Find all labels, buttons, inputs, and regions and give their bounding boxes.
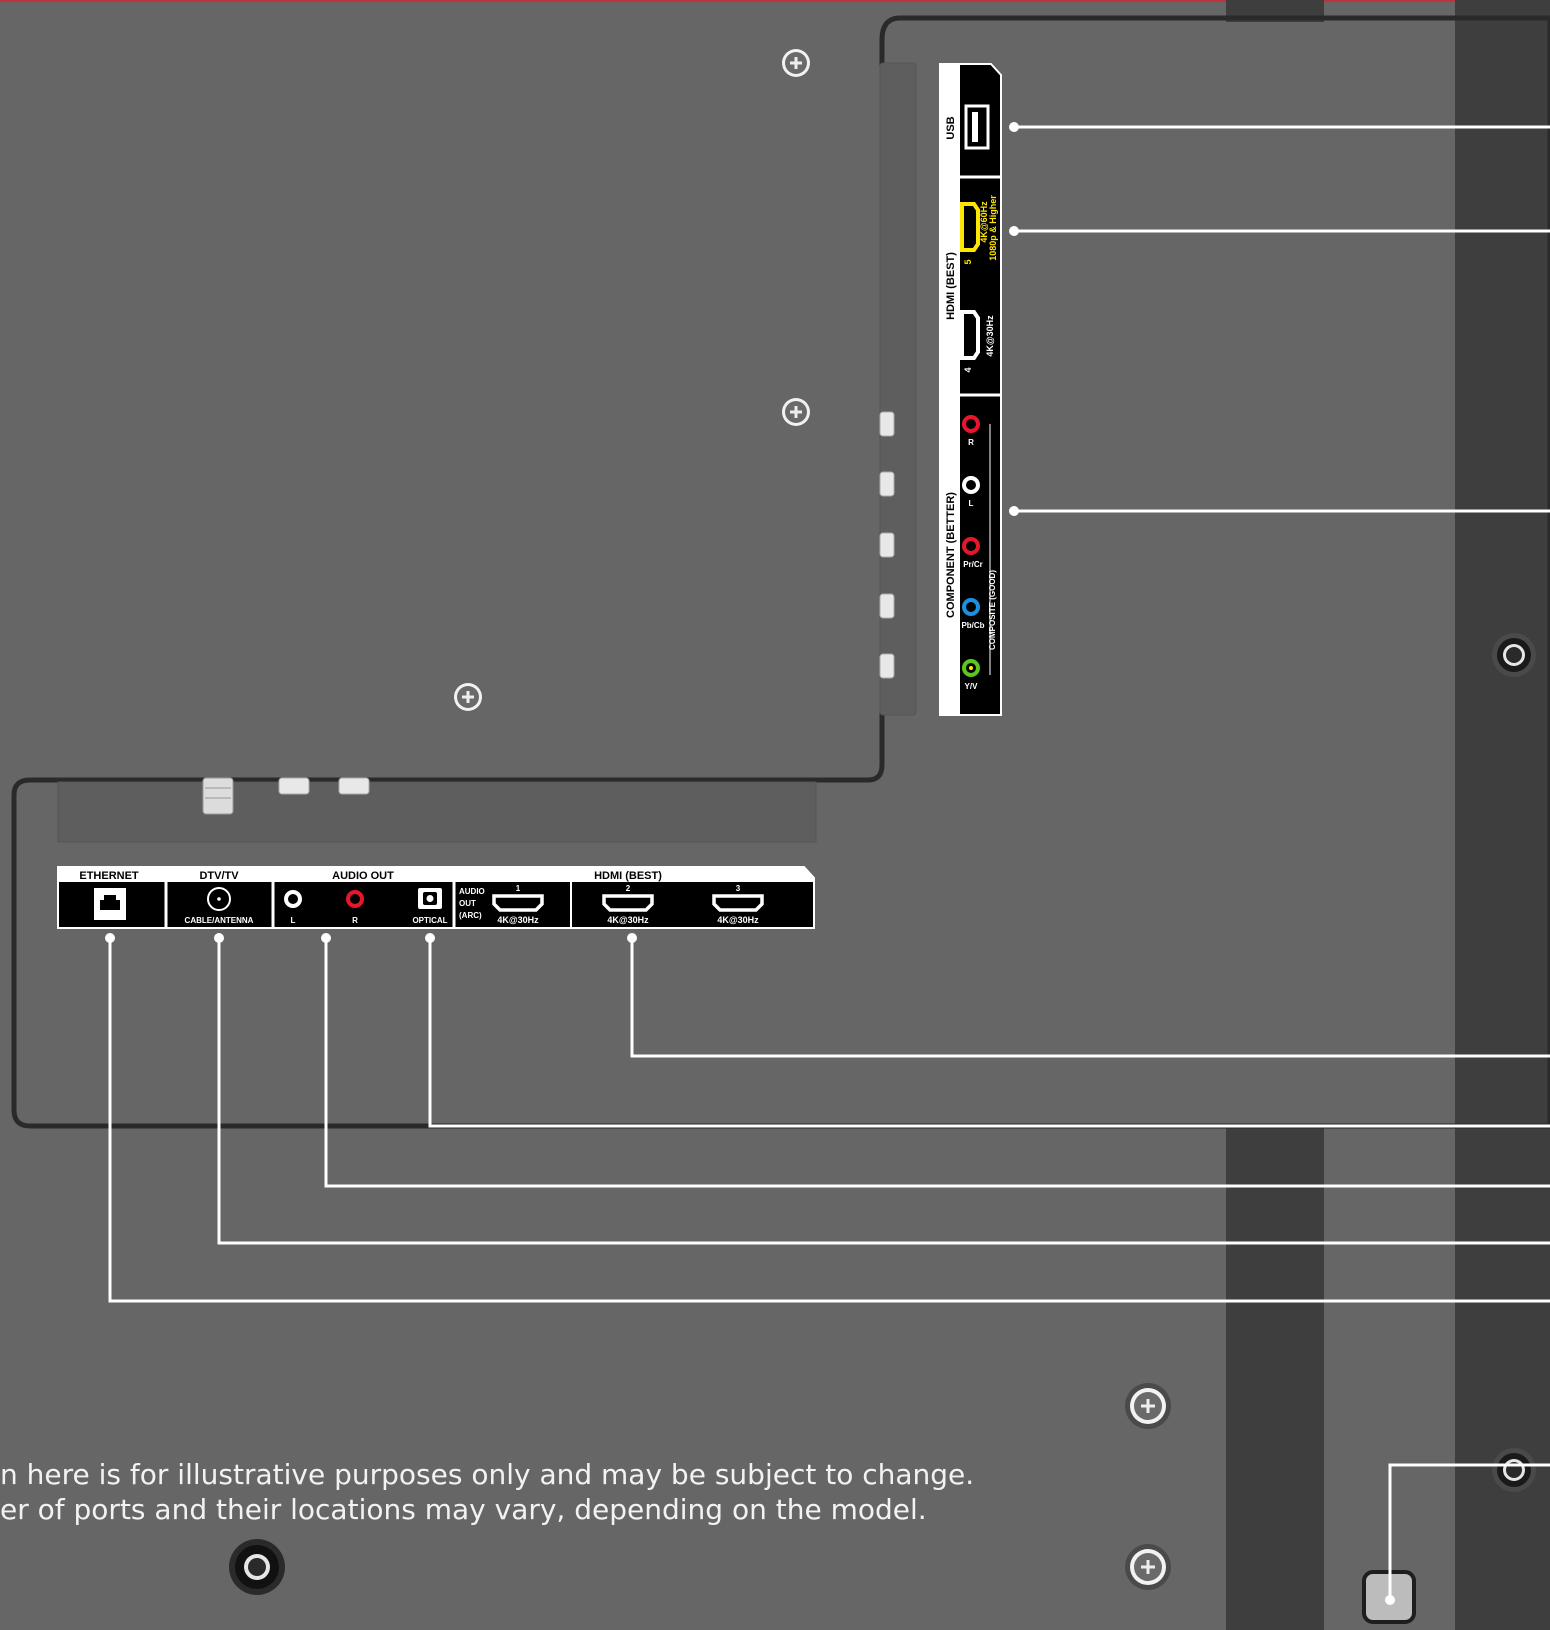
coax-port-icon (208, 888, 230, 910)
optical-port-icon (418, 888, 442, 909)
hdmi-5-number: 5 (963, 259, 973, 264)
jack-pr-icon (964, 539, 978, 553)
arc-label-line-3: (ARC) (459, 911, 482, 920)
jack-r-icon (964, 417, 978, 431)
arc-label-line-2: OUT (459, 899, 476, 908)
jack-r-label: R (968, 438, 974, 447)
jack-l-icon (964, 478, 978, 492)
audio-l-label: L (291, 916, 296, 925)
mount-hole-icon (1492, 1448, 1536, 1492)
screw-icon (782, 398, 810, 426)
audio-r-jack-icon (348, 892, 362, 906)
callout-lines (110, 127, 1550, 1600)
callout-bottom-hdmi (632, 938, 1550, 1056)
dtv-label: DTV/TV (199, 870, 239, 882)
bottom-connector-recess (58, 782, 816, 842)
hdmi-4-port-icon (962, 312, 978, 358)
hdmi-2-port-icon (604, 896, 652, 910)
hdmi-1-port-icon (494, 896, 542, 910)
side-usb-label: USB (945, 116, 957, 139)
mount-hole-icon (229, 1539, 285, 1595)
stand-column-bottom (1226, 1128, 1324, 1630)
ethernet-label: ETHERNET (79, 870, 139, 882)
audio-connector-stub (279, 778, 309, 794)
usb-port-icon (966, 106, 988, 148)
jack-pb-label: Pb/Cb (961, 621, 984, 630)
hdmi-3-port-icon (714, 896, 762, 910)
coax-connector-stub (203, 778, 233, 814)
cable-antenna-label: CABLE/ANTENNA (185, 916, 254, 925)
hdmi-2-number: 2 (626, 884, 631, 893)
side-port-panel: USB HDMI (BEST) COMPONENT (BETTER) 5 4K@… (940, 64, 1001, 715)
side-hdmi-label: HDMI (BEST) (945, 252, 957, 320)
audio-r-label: R (352, 916, 358, 925)
jack-pb-icon (964, 600, 978, 614)
side-jack-stub (880, 412, 894, 436)
mount-hole-icon (1492, 633, 1536, 677)
back-panel-outline (14, 18, 1550, 1126)
ethernet-port-icon (94, 888, 126, 920)
screw-icon (454, 683, 482, 711)
hdmi-1-spec: 4K@30Hz (497, 915, 539, 925)
callout-cable-antenna (219, 938, 1550, 1243)
bottom-hdmi-label: HDMI (BEST) (594, 870, 662, 882)
callout-optical (430, 938, 1550, 1126)
side-jack-stub (880, 654, 894, 678)
arc-label-line-1: AUDIO (459, 887, 485, 896)
side-jack-stub (880, 472, 894, 496)
bottom-panel-label-strip (58, 867, 814, 882)
side-component-label: COMPONENT (BETTER) (945, 492, 957, 618)
side-jack-stub (880, 594, 894, 618)
jack-pr-label: Pr/Cr (963, 560, 983, 569)
screw-icon (1125, 1544, 1171, 1590)
hdmi-4-number: 4 (963, 367, 973, 372)
hdmi-5-port-icon (962, 204, 978, 250)
bottom-port-panel: ETHERNET DTV/TV AUDIO OUT HDMI (BEST) CA… (58, 867, 814, 928)
screw-icon (782, 49, 810, 77)
disclaimer-line-2: er of ports and their locations may vary… (0, 1493, 1000, 1526)
hdmi-4-spec: 4K@30Hz (985, 315, 995, 357)
hdmi-2-spec: 4K@30Hz (607, 915, 649, 925)
jack-l-label: L (969, 499, 974, 508)
wall-mount-holes (229, 633, 1536, 1595)
disclaimer-line-1: n here is for illustrative purposes only… (0, 1458, 1000, 1491)
audio-connector-stub (339, 778, 369, 794)
side-jack-stub (880, 533, 894, 557)
composite-label: COMPOSITE (GOOD) (988, 570, 997, 650)
screw-icon (1125, 1383, 1171, 1429)
hdmi-3-spec: 4K@30Hz (717, 915, 759, 925)
hdmi-3-number: 3 (736, 884, 741, 893)
optical-label: OPTICAL (412, 916, 447, 925)
jack-y-label: Y/V (965, 682, 979, 691)
audio-out-label: AUDIO OUT (332, 870, 394, 882)
jack-y-icon (964, 661, 978, 675)
stand-right-strip (1455, 0, 1550, 1630)
hdmi-1-number: 1 (516, 884, 521, 893)
callout-audio-out (326, 938, 1550, 1186)
hdmi-5-spec-2: 1080p & Higher (988, 195, 998, 261)
audio-l-jack-icon (286, 892, 300, 906)
callout-dots (105, 122, 1395, 1605)
